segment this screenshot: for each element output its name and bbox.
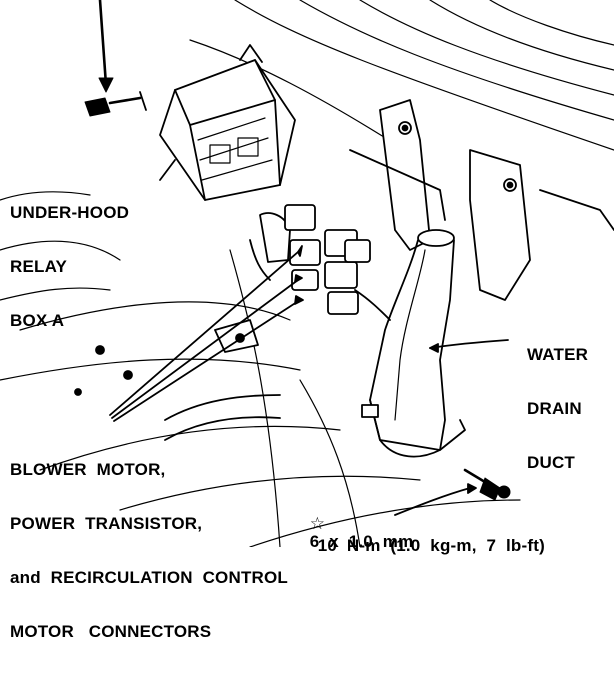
connectors-label-line-3: and RECIRCULATION CONTROL [10,568,289,587]
frame-lines [0,0,614,547]
drain-duct-label: WATER DRAIN DUCT [527,310,588,508]
lower-brackets [74,319,281,441]
water-drain-duct [361,229,466,458]
relay-box-label: UNDER-HOOD RELAY BOX A [10,168,129,366]
connectors-label: BLOWER MOTOR, POWER TRANSISTOR, and RECI… [10,425,288,677]
connectors-label-line-1: BLOWER MOTOR, [10,460,166,479]
connectors-label-line-2: POWER TRANSISTOR, [10,514,203,533]
relay-box-label-line-1: UNDER-HOOD [10,203,130,222]
bolt-spec-size: ☆ 6 x 1.0 mm [290,497,414,569]
relay-box-label-line-3: BOX A [10,311,65,330]
drain-duct-label-line-1: WATER [527,345,589,364]
relay-box [159,44,296,201]
connectors-label-line-4: MOTOR CONNECTORS [10,622,212,641]
connector-cluster [249,204,391,321]
bolt-torque-text: 10 N-m (1.0 kg-m, 7 lb-ft) [317,536,545,555]
right-brackets [349,99,614,301]
relay-bolt [84,0,147,117]
engine-bay-illustration [0,0,614,547]
drain-duct-label-line-3: DUCT [527,453,576,472]
drain-duct-label-line-2: DRAIN [527,399,582,418]
relay-box-label-line-2: RELAY [10,257,68,276]
diagram-stage: UNDER-HOOD RELAY BOX A WATER DRAIN DUCT … [0,0,614,641]
leader-lines [109,159,509,516]
duct-bolt [463,468,511,501]
bolt-size-text: 6 x 1.0 mm [309,532,414,551]
bolt-spec-torque: 10 N-m (1.0 kg-m, 7 lb-ft) [298,519,545,573]
star-symbol-icon: ☆ [309,514,326,534]
